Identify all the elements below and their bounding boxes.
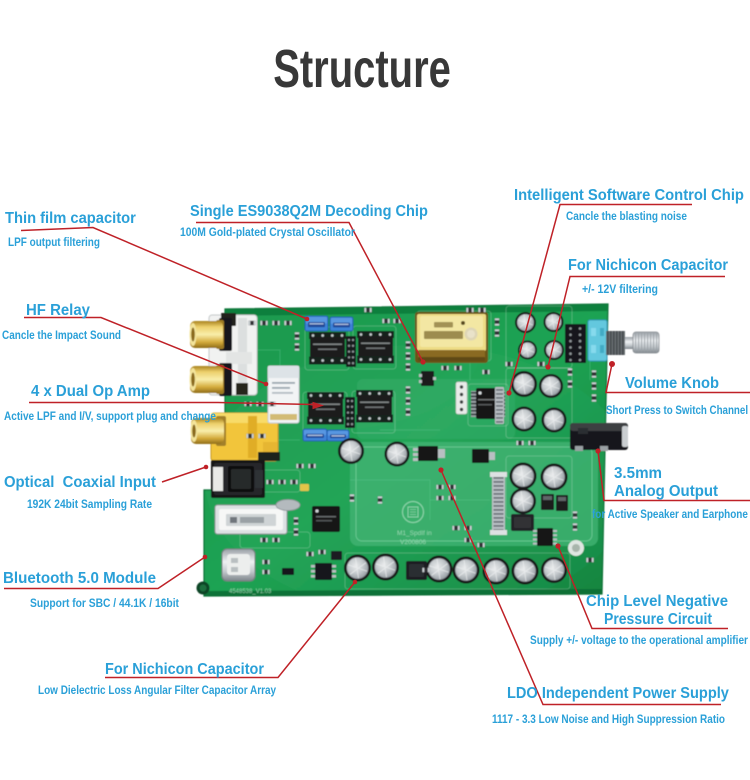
svg-text:M1_SpdIf in: M1_SpdIf in xyxy=(397,530,432,537)
svg-text:V200806: V200806 xyxy=(400,539,426,546)
svg-text:4548538_V1.03: 4548538_V1.03 xyxy=(229,589,272,595)
